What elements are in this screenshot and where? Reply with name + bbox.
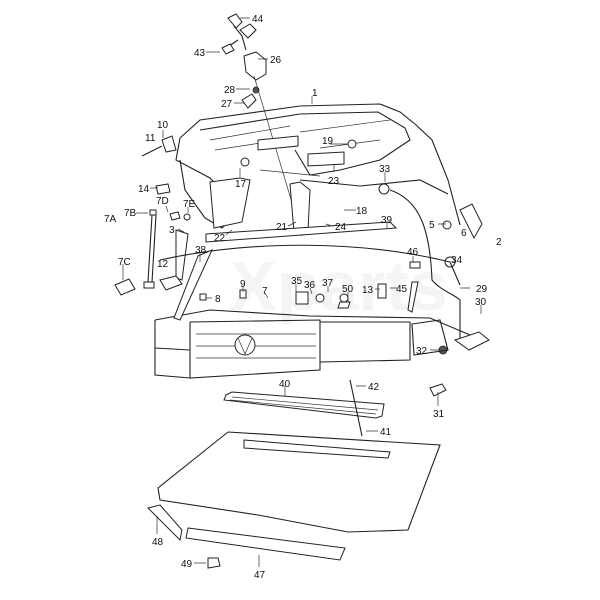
release-cable [378, 183, 490, 397]
callout-9: 9 [240, 279, 246, 290]
leader-lines [122, 17, 482, 567]
callout-36: 36 [304, 280, 316, 291]
callout-7b: 7B [124, 208, 137, 219]
callout-32: 32 [416, 346, 428, 357]
grille-trim [223, 379, 385, 437]
callout-10: 10 [157, 120, 169, 131]
callout-3: 3 [169, 225, 175, 236]
callout-38: 38 [195, 245, 207, 256]
callout-39: 39 [381, 215, 393, 226]
callout-37: 37 [322, 278, 334, 289]
callout-22: 22 [214, 233, 226, 244]
callout-7a: 7A [104, 214, 117, 225]
callout-7d: 7D [156, 196, 169, 207]
callout-11: 11 [145, 133, 156, 144]
callout-48: 48 [152, 537, 164, 548]
callout-44: 44 [252, 14, 264, 25]
callout-21: 21 [276, 222, 288, 233]
callout-14: 14 [138, 184, 150, 195]
callout-34: 34 [451, 255, 463, 266]
callout-41: 41 [380, 427, 392, 438]
callout-47: 47 [254, 570, 266, 581]
hood-inner-panel [175, 103, 461, 243]
callout-12: 12 [157, 259, 169, 270]
callout-23: 23 [328, 176, 340, 187]
callout-17: 17 [235, 179, 247, 190]
callout-43: 43 [194, 48, 206, 59]
callout-2: 2 [496, 237, 502, 248]
callout-5: 5 [429, 220, 435, 231]
callout-8: 8 [215, 294, 221, 305]
callout-6: 6 [461, 228, 467, 239]
outer-hood [147, 431, 441, 569]
callout-29: 29 [476, 284, 488, 295]
callout-40: 40 [279, 379, 291, 390]
front-panel-grille [154, 244, 471, 379]
callout-50: 50 [342, 284, 354, 295]
callout-7: 7 [262, 286, 268, 297]
callout-7c: 7C [118, 257, 131, 268]
callout-27: 27 [221, 99, 233, 110]
callout-18: 18 [356, 206, 368, 217]
callout-42: 42 [368, 382, 380, 393]
callout-30: 30 [475, 297, 487, 308]
callout-46: 46 [407, 247, 419, 258]
callout-24: 24 [335, 222, 347, 233]
callout-35: 35 [291, 276, 303, 287]
callout-labels: 44 43 26 28 27 1 10 11 19 17 23 33 14 7D… [104, 14, 502, 581]
callout-31: 31 [433, 409, 445, 420]
callout-33: 33 [379, 164, 391, 175]
callout-28: 28 [224, 85, 236, 96]
callout-19: 19 [322, 136, 334, 147]
callout-26: 26 [270, 55, 282, 66]
callout-49: 49 [181, 559, 193, 570]
callout-1: 1 [312, 88, 318, 99]
callout-13: 13 [362, 285, 374, 296]
callout-7e: 7E [183, 199, 196, 210]
callout-45: 45 [396, 284, 408, 295]
